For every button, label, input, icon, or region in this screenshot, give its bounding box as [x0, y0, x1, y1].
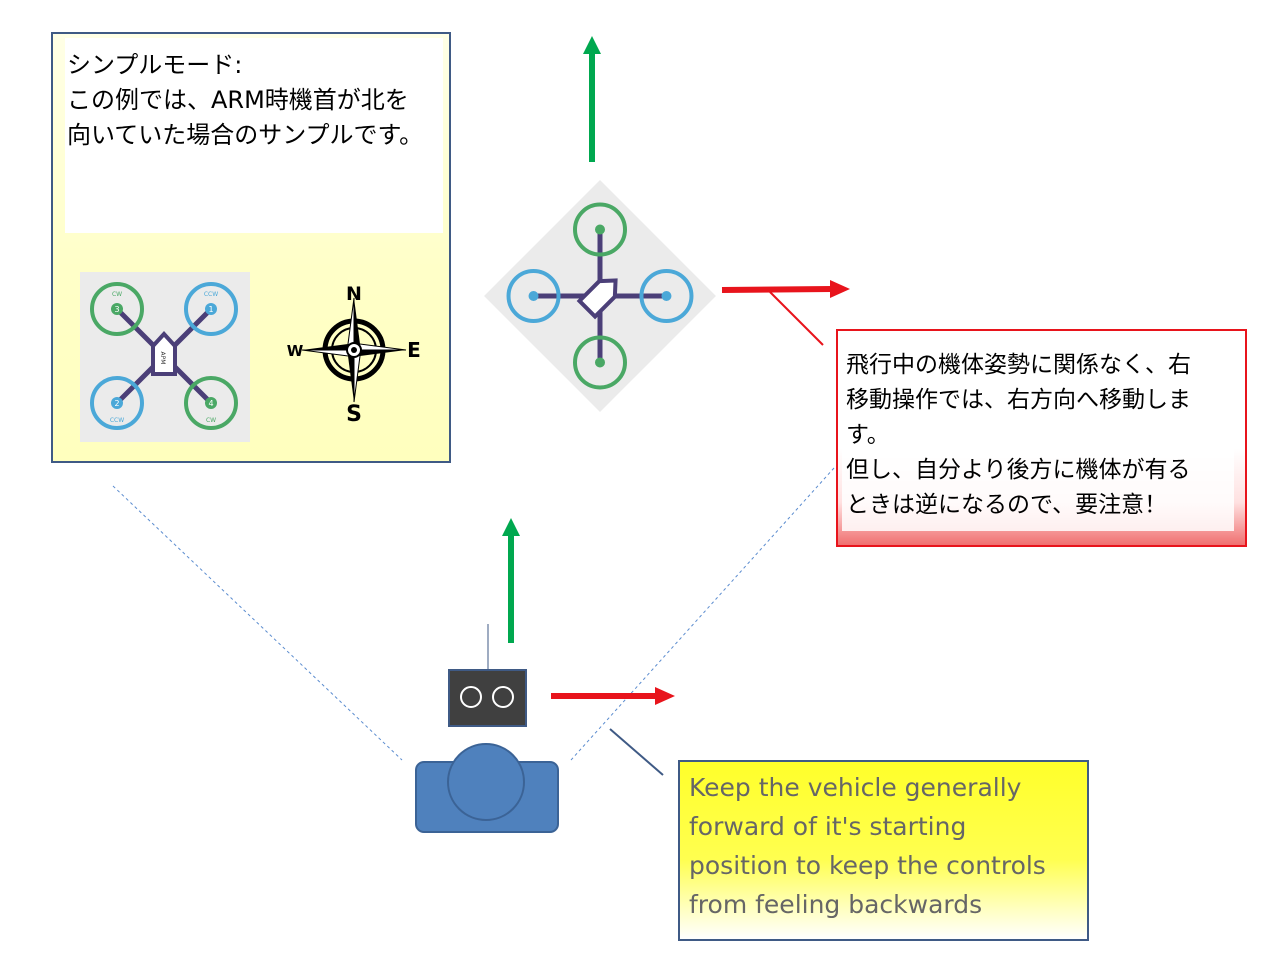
compass-n: N: [346, 284, 362, 305]
tip-text: Keep the vehicle generally forward of it…: [689, 773, 1046, 919]
right-arrow-bottom: [551, 687, 675, 705]
forward-arrow-bottom: [502, 518, 520, 643]
caution-text-bg: [842, 335, 1234, 531]
compass-w: W: [287, 342, 304, 360]
camera-icon: [415, 743, 559, 833]
motor-4-dir: CW: [206, 417, 216, 424]
motor-2-ring: [90, 376, 144, 430]
simple-mode-text: シンプルモード: この例では、ARM時機首が北を 向いていた場合のサンプルです。: [67, 51, 424, 149]
right-arrow-top: [721, 280, 850, 298]
motor-3-num: 3: [114, 305, 119, 314]
motor-4-num: 4: [208, 399, 213, 408]
board-label: APM: [159, 352, 166, 365]
motor-2-num: 2: [114, 399, 119, 408]
simple-mode-text-bg: [65, 38, 443, 233]
forward-arrow-top: [583, 36, 601, 162]
tip-box: Keep the vehicle generally forward of it…: [678, 760, 1089, 941]
motor-1-dir: CCW: [204, 291, 218, 298]
caution-box: 飛行中の機体姿勢に関係なく、右 移動操作では、右方向へ移動しま す。 但し、自分…: [836, 329, 1247, 547]
quad-reference: 3 CW 1 CCW 2 CCW 4 CW APM: [80, 272, 250, 442]
motor-3-dir: CW: [112, 291, 122, 298]
callout-line-red: [769, 291, 824, 346]
fov-line-right: [570, 467, 835, 761]
compass-e: E: [407, 338, 421, 362]
compass-s: S: [346, 402, 362, 424]
motor-4-ring: [184, 376, 238, 430]
fov-line-left: [112, 485, 403, 761]
quad-rotated: [484, 180, 716, 412]
motor-2-dir: CCW: [110, 417, 124, 424]
transmitter-icon: [448, 624, 527, 727]
compass-icon: N S E W: [287, 284, 421, 424]
motor-1-num: 1: [208, 305, 213, 314]
motor-1-ring: [184, 282, 238, 336]
simple-mode-box: シンプルモード: この例では、ARM時機首が北を 向いていた場合のサンプルです。…: [51, 32, 451, 463]
callout-line-yellow: [609, 728, 664, 776]
caution-text: 飛行中の機体姿勢に関係なく、右 移動操作では、右方向へ移動しま す。 但し、自分…: [846, 352, 1191, 518]
motor-3-ring: [90, 282, 144, 336]
